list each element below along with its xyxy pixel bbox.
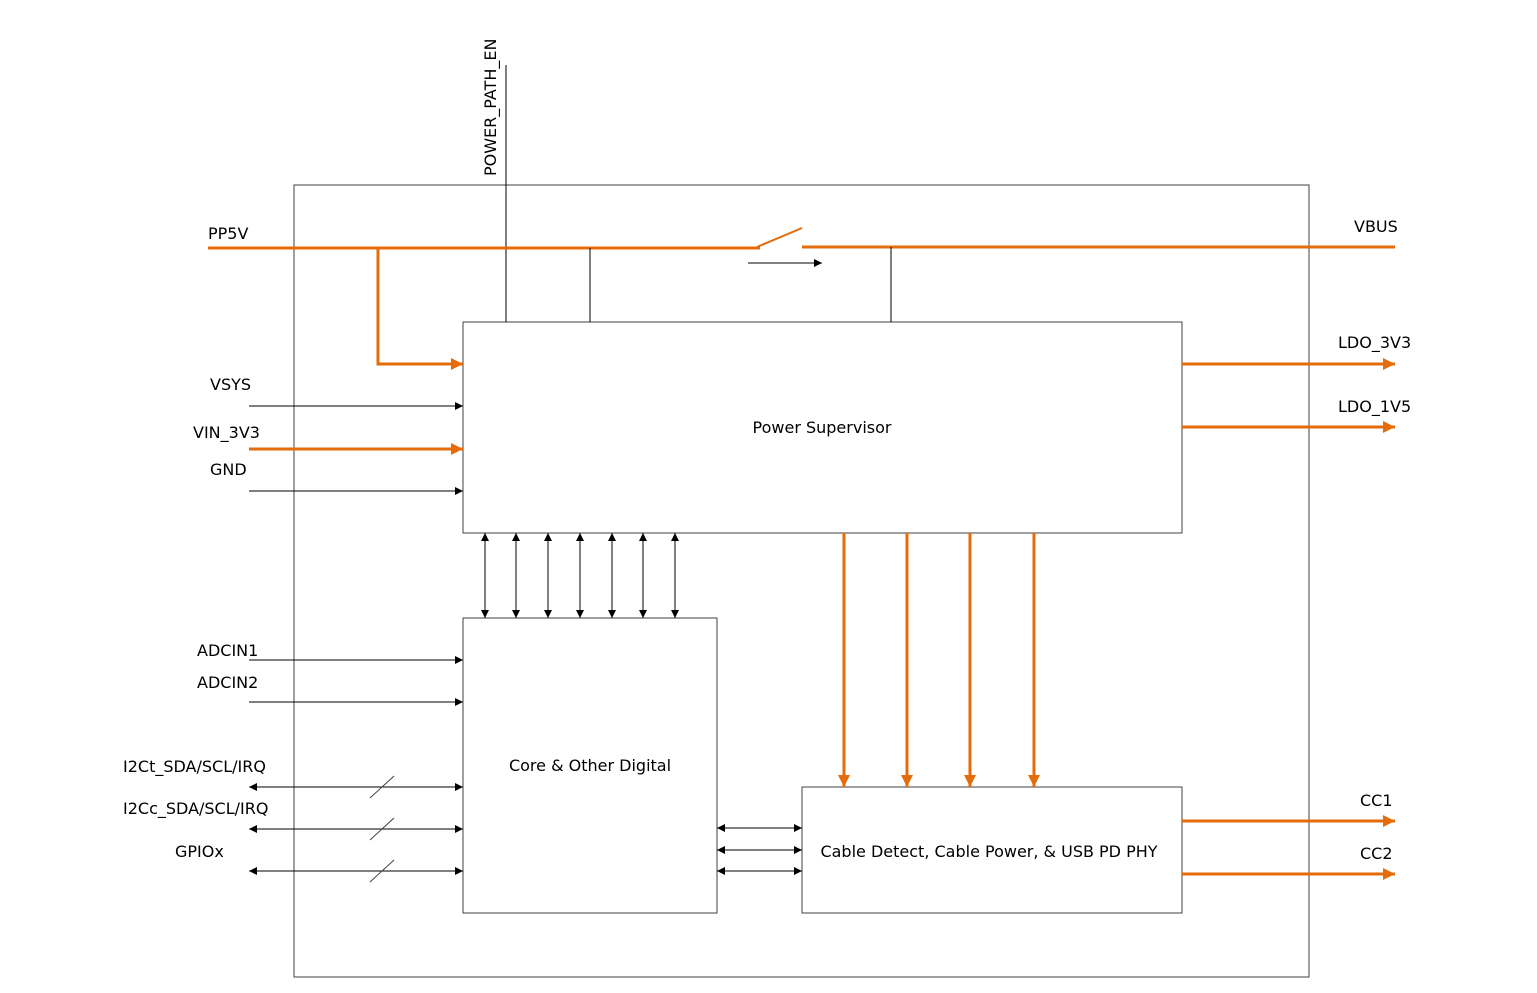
ldo-1v5-label: LDO_1V5 (1338, 397, 1411, 417)
core-digital-label: Core & Other Digital (509, 756, 671, 775)
chip-outline (293, 184, 1310, 978)
cc1-label: CC1 (1360, 791, 1393, 810)
gnd-label: GND (210, 460, 247, 479)
adcin2-label: ADCIN2 (197, 673, 258, 692)
i2cc-bus-slash (369, 817, 395, 841)
cable-detect-block (801, 786, 1183, 914)
power-path-en-label: POWER_PATH_EN (481, 39, 501, 177)
power-switch (756, 227, 803, 248)
power-supervisor-block (462, 321, 1183, 534)
cc2-label: CC2 (1360, 844, 1393, 863)
pp5v-branch-arrow (376, 248, 463, 370)
supervisor-cable-power-rails (838, 533, 1040, 787)
vbus-label: VBUS (1354, 217, 1398, 236)
i2ct-label: I2Ct_SDA/SCL/IRQ (123, 757, 266, 777)
core-digital-block (462, 617, 718, 914)
supervisor-core-bus (481, 533, 679, 618)
cable-detect-label: Cable Detect, Cable Power, & USB PD PHY (820, 842, 1157, 861)
gpiox-bus-slash (369, 859, 395, 883)
i2cc-label: I2Cc_SDA/SCL/IRQ (123, 799, 268, 819)
adcin1-label: ADCIN1 (197, 641, 258, 660)
core-cable-links (717, 824, 802, 875)
power-supervisor-label: Power Supervisor (753, 418, 892, 437)
gpiox-label: GPIOx (175, 842, 224, 861)
vsys-label: VSYS (210, 375, 251, 394)
i2ct-bus-slash (369, 775, 395, 799)
pp5v-label: PP5V (208, 224, 248, 243)
ldo-3v3-label: LDO_3V3 (1338, 333, 1411, 353)
vin-3v3-label: VIN_3V3 (193, 423, 260, 443)
